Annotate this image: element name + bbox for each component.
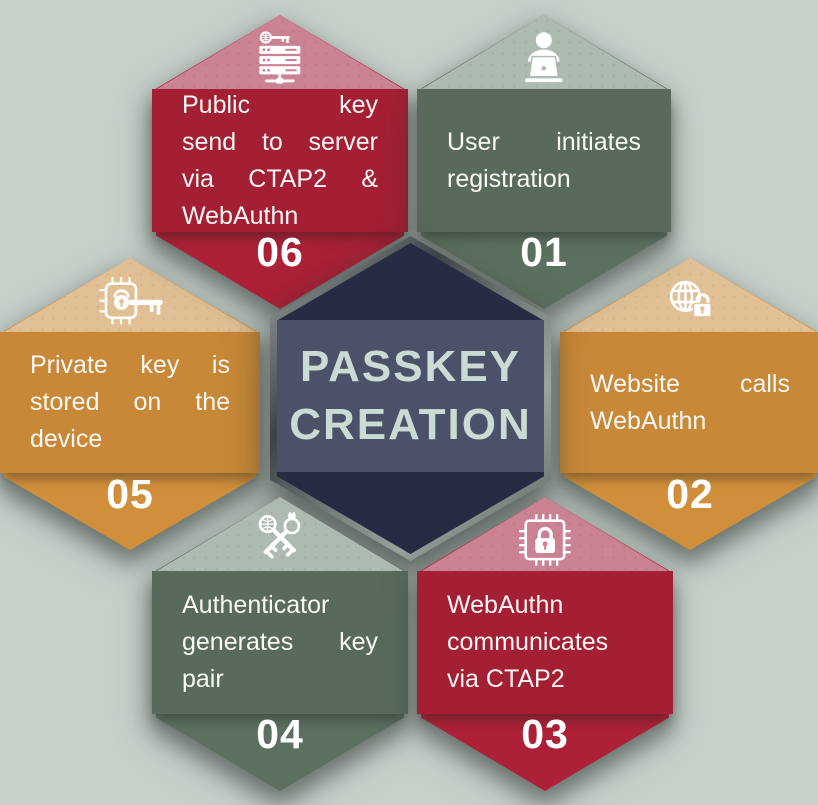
step-hexagon-03: WebAuthn communicates via CTAP2 03 xyxy=(417,497,673,791)
user-laptop-icon xyxy=(421,30,667,86)
center-hexagon: PASSKEY CREATION xyxy=(270,236,551,561)
globe-lock-icon xyxy=(564,273,816,328)
server-key-icon xyxy=(156,30,404,86)
step-number: 01 xyxy=(520,229,568,276)
text-line: stored on the xyxy=(30,388,230,417)
text-line: Website calls xyxy=(590,369,790,398)
text-line: Public key xyxy=(182,90,378,119)
step-text-panel: Authenticator generates key pair xyxy=(152,571,408,714)
text-line: User initiates xyxy=(447,127,641,156)
text-line: WebAuthn xyxy=(590,406,707,435)
crossed-keys-icon xyxy=(156,512,404,568)
text-line: registration xyxy=(447,164,571,193)
step-hexagon-06: Public key send to server via CTAP2 & WebAu… xyxy=(152,15,408,309)
step-hexagon-04: Authenticator generates key pair 04 xyxy=(152,497,408,791)
title-line-2: CREATION xyxy=(289,399,532,449)
text-line: WebAuthn xyxy=(182,201,299,230)
text-line: via CTAP2 & xyxy=(182,164,378,193)
step-number: 03 xyxy=(521,711,569,758)
step-text-panel: WebAuthn communicates via CTAP2 xyxy=(417,571,673,714)
chip-lock-icon xyxy=(421,512,669,568)
step-number: 04 xyxy=(256,711,304,758)
step-number: 02 xyxy=(666,470,714,517)
text-line: Authenticator xyxy=(182,591,330,620)
text-line: send to server xyxy=(182,127,378,156)
text-line: device xyxy=(30,425,103,454)
step-text-panel: Private key is stored on the device xyxy=(0,331,260,474)
title-line-1: PASSKEY xyxy=(299,341,522,391)
step-text-panel: User initiates registration xyxy=(417,89,671,232)
text-line: communicates xyxy=(447,628,609,657)
text-line: pair xyxy=(182,665,224,694)
text-line: via CTAP2 xyxy=(447,665,565,694)
text-line: WebAuthn xyxy=(447,591,564,620)
step-hexagon-05: Private key is stored on the device 05 xyxy=(0,258,260,550)
text-line: generates key xyxy=(182,628,378,657)
step-number: 06 xyxy=(256,229,304,276)
step-hexagon-01: User initiates registration 01 xyxy=(417,15,671,309)
chip-lock-key-icon xyxy=(4,273,256,328)
step-number: 05 xyxy=(106,470,154,517)
center-title-panel: PASSKEY CREATION xyxy=(277,319,544,472)
text-line: Private key is xyxy=(30,351,230,380)
step-text-panel: Public key send to server via CTAP2 & WebAu… xyxy=(152,89,408,232)
